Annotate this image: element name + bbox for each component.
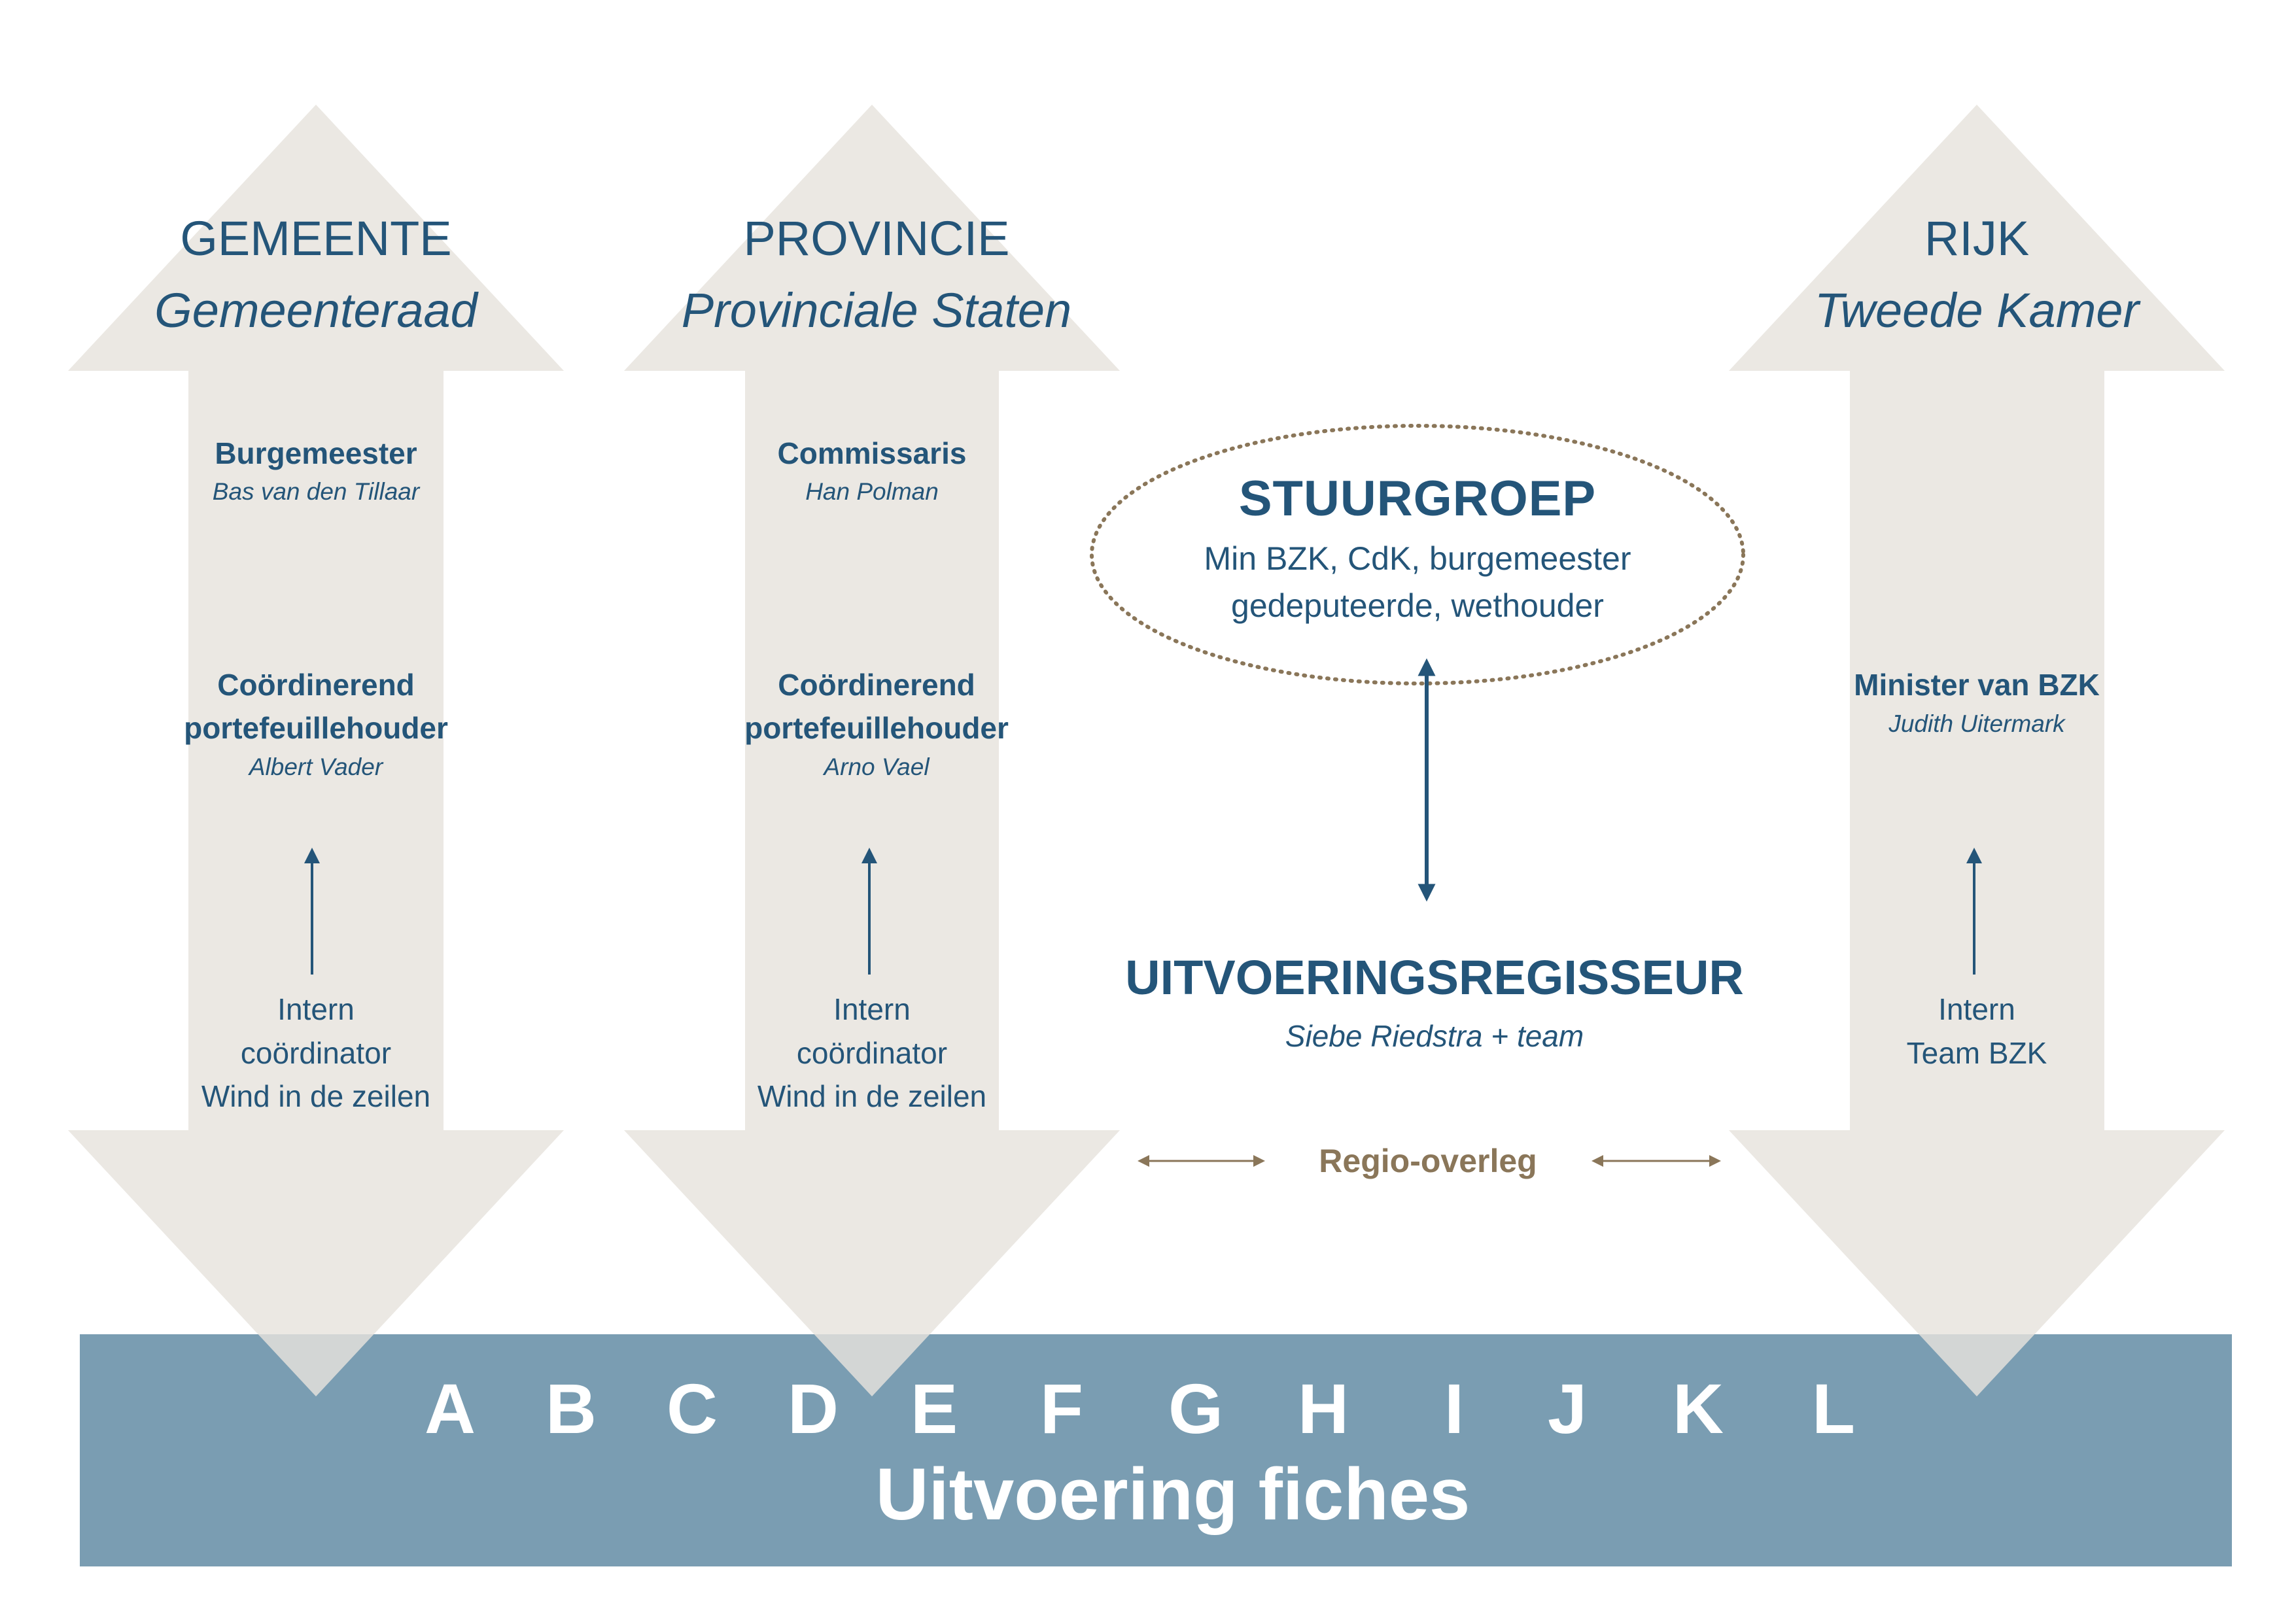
rijk-intern-line2: Team BZK — [1906, 1036, 2047, 1070]
rijk-double-arrow — [1729, 105, 2225, 1396]
rijk-subtitle: Tweede Kamer — [1814, 283, 2140, 337]
gemeente-title: GEMEENTE — [180, 211, 452, 266]
provincie-subtitle: Provinciale Staten — [681, 283, 1072, 337]
fiche-letter-f: F — [1040, 1369, 1083, 1448]
gemeente-role1: Burgemeester — [215, 436, 417, 470]
fiche-letter-c: C — [667, 1369, 718, 1448]
rijk-title: RIJK — [1924, 211, 2030, 266]
gemeente-subtitle: Gemeenteraad — [154, 283, 478, 337]
gemeente-intern-line1: Intern — [277, 992, 355, 1026]
fiche-letter-k: K — [1673, 1369, 1724, 1448]
provincie-role1: Commissaris — [777, 436, 967, 470]
fiche-letter-l: L — [1812, 1369, 1855, 1448]
rijk-role: Minister van BZK — [1854, 668, 2100, 702]
uitvoering-fiches-label: Uitvoering fiches — [875, 1453, 1470, 1535]
fiche-letter-d: D — [788, 1369, 839, 1448]
fiche-letter-b: B — [546, 1369, 597, 1448]
provincie-role2-line1: Coördinerend — [778, 668, 975, 702]
gemeente-intern-line3: Wind in de zeilen — [201, 1079, 431, 1113]
provincie-person1: Han Polman — [805, 478, 939, 505]
gemeente-double-arrow — [68, 105, 564, 1396]
provincie-role2-line2: portefeuillehouder — [744, 711, 1009, 745]
provincie-intern-line3: Wind in de zeilen — [757, 1079, 987, 1113]
gemeente-person1: Bas van den Tillaar — [212, 478, 420, 505]
provincie-title: PROVINCIE — [743, 211, 1010, 266]
fiche-letter-h: H — [1298, 1369, 1349, 1448]
regio-overleg-label: Regio-overleg — [1319, 1143, 1537, 1179]
uitvoeringsregisseur-title: UITVOERINGSREGISSEUR — [1125, 950, 1744, 1005]
stuurgroep-ellipse — [1090, 424, 1745, 685]
gemeente-intern-line2: coördinator — [240, 1036, 392, 1070]
uitvoeringsregisseur-subtitle: Siebe Riedstra + team — [1285, 1019, 1584, 1053]
provincie-double-arrow — [624, 105, 1120, 1396]
fiche-letter-e: E — [910, 1369, 958, 1448]
fiche-letter-j: J — [1547, 1369, 1588, 1448]
provincie-person2: Arno Vael — [824, 753, 930, 780]
gemeente-role2-line2: portefeuillehouder — [184, 711, 448, 745]
stuurgroep-members-line2: gedeputeerde, wethouder — [1231, 587, 1604, 624]
provincie-intern-line2: coördinator — [796, 1036, 948, 1070]
bottom-bar — [80, 1334, 2232, 1566]
stuurgroep-members-line1: Min BZK, CdK, burgemeester — [1204, 540, 1631, 577]
provincie-intern-line1: Intern — [833, 992, 911, 1026]
rijk-intern-line1: Intern — [1938, 992, 2015, 1026]
rijk-person: Judith Uitermark — [1888, 710, 2065, 737]
fiche-letter-g: G — [1168, 1369, 1223, 1448]
gemeente-person2: Albert Vader — [249, 753, 383, 780]
fiche-letter-i: I — [1444, 1369, 1464, 1448]
fiche-letter-a: A — [425, 1369, 476, 1448]
stuurgroep-title: STUURGROEP — [1238, 471, 1597, 527]
gemeente-role2-line1: Coördinerend — [217, 668, 415, 702]
